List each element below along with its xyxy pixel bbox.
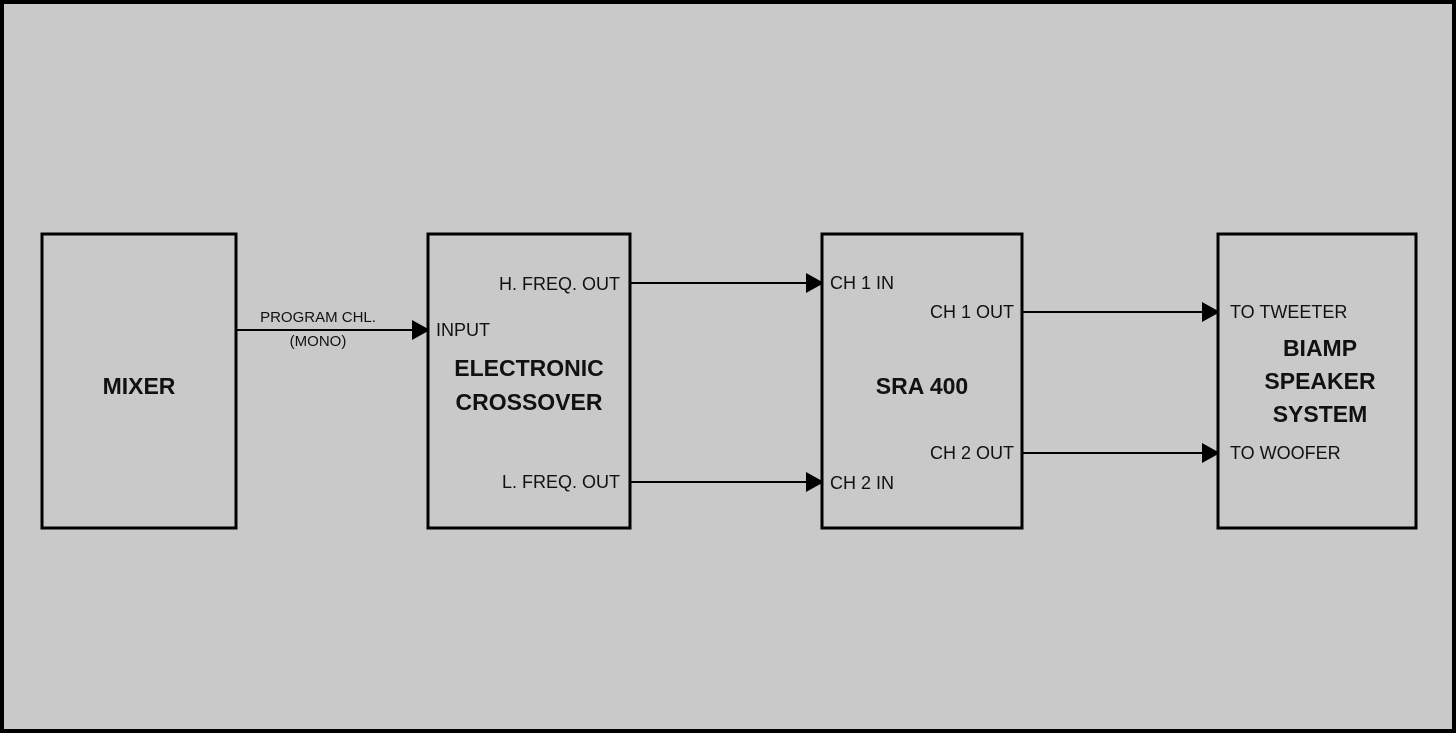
speaker-title-line1: BIAMP [1283,335,1357,361]
woofer-arrowhead [1202,443,1220,463]
crossover-l-out-label: L. FREQ. OUT [502,472,620,492]
amplifier-block: CH 1 IN CH 1 OUT SRA 400 CH 2 OUT CH 2 I… [820,232,1024,530]
crossover-block: INPUT H. FREQ. OUT ELECTRONIC CROSSOVER … [426,232,632,530]
speaker-woofer-label: TO WOOFER [1230,443,1341,463]
crossover-h-out-label: H. FREQ. OUT [499,274,620,294]
mixer-box [40,232,238,530]
amp-to-speaker-connections [1022,302,1220,463]
speaker-block: TO TWEETER BIAMP SPEAKER SYSTEM TO WOOFE… [1216,232,1418,530]
l-freq-arrowhead [806,472,824,492]
program-connection: PROGRAM CHL. (MONO) [236,309,430,350]
amp-ch2-out-label: CH 2 OUT [930,443,1014,463]
amp-ch1-in-label: CH 1 IN [830,273,894,293]
speaker-title-line2: SPEAKER [1264,368,1376,394]
mixer-label: MIXER [103,373,176,399]
program-arrowhead [412,320,430,340]
amp-ch1-out-label: CH 1 OUT [930,302,1014,322]
tweeter-arrowhead [1202,302,1220,322]
crossover-to-amp-connections [630,273,824,492]
program-label: PROGRAM CHL. [260,309,376,326]
speaker-tweeter-label: TO TWEETER [1230,302,1347,322]
crossover-title-line2: CROSSOVER [456,389,603,415]
crossover-title-line1: ELECTRONIC [454,355,604,381]
amplifier-box [820,232,1024,530]
speaker-box [1216,232,1418,530]
crossover-input-label: INPUT [436,320,490,340]
crossover-box [426,232,632,530]
speaker-title-line3: SYSTEM [1273,401,1368,427]
h-freq-arrowhead [806,273,824,293]
mixer-block: MIXER [40,232,238,530]
amp-ch2-in-label: CH 2 IN [830,473,894,493]
amp-title: SRA 400 [876,373,968,399]
program-mono-label: (MONO) [290,333,347,350]
